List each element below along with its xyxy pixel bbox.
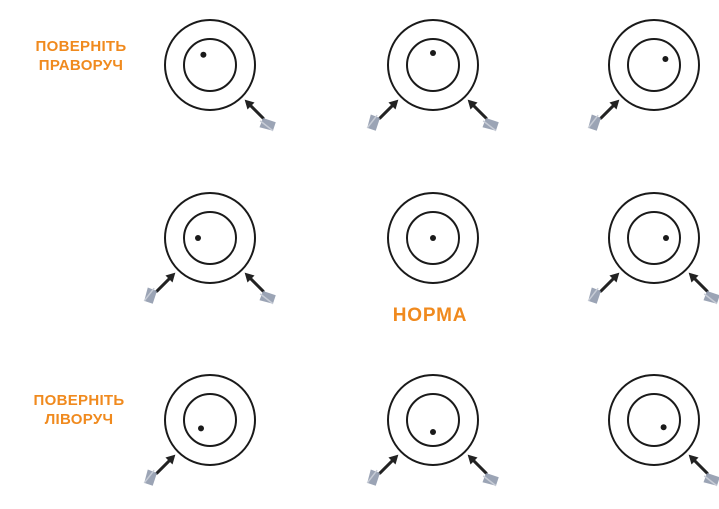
turn-right-label: ПОВЕРНІТЬ ПРАВОРУЧ [6, 38, 156, 76]
tool-blade [482, 473, 498, 486]
tool-shaft [157, 459, 171, 473]
tool-blade [588, 114, 601, 130]
outer-ring [609, 193, 699, 283]
inner-ring [628, 39, 680, 91]
center-dot [430, 50, 436, 56]
outer-ring [388, 20, 478, 110]
tool-shaft [472, 104, 486, 118]
tool-blade [259, 291, 275, 304]
turn-right-label-line-2: ПРАВОРУЧ [6, 57, 156, 76]
tool-shaft [380, 104, 394, 118]
outer-ring [165, 375, 255, 465]
tool-blade [482, 118, 498, 131]
center-dot [430, 429, 436, 435]
outer-ring [388, 375, 478, 465]
tool-shaft [249, 277, 263, 291]
target-r2c1 [144, 193, 276, 304]
inner-ring [184, 39, 236, 91]
target-r1c3 [588, 20, 699, 131]
left-tool [588, 273, 619, 304]
right-tool [245, 273, 276, 304]
target-r3c3 [609, 375, 719, 486]
right-tool [468, 100, 499, 131]
tool-blade [703, 291, 719, 304]
center-dot [430, 235, 436, 241]
left-tool [144, 273, 175, 304]
left-tool [367, 455, 398, 486]
center-dot [200, 52, 206, 58]
target-r1c1 [165, 20, 276, 131]
outer-ring [165, 193, 255, 283]
center-dot [661, 424, 667, 430]
tool-shaft [693, 459, 707, 473]
target-r3c1 [144, 375, 255, 486]
tool-blade [367, 114, 380, 130]
tool-shaft [380, 459, 394, 473]
tool-blade [588, 287, 601, 303]
turn-left-label-line-2: ЛІВОРУЧ [4, 411, 154, 430]
outer-ring [609, 375, 699, 465]
right-tool [245, 100, 276, 131]
target-r2c2 [388, 193, 478, 283]
left-tool [367, 100, 398, 131]
inner-ring [628, 394, 680, 446]
center-dot [663, 235, 669, 241]
target-r1c2 [367, 20, 499, 131]
outer-ring [165, 20, 255, 110]
tool-blade [703, 473, 719, 486]
left-tool [588, 100, 619, 131]
inner-ring [407, 394, 459, 446]
inner-ring [628, 212, 680, 264]
inner-ring [184, 394, 236, 446]
tool-blade [144, 287, 157, 303]
inner-ring [407, 39, 459, 91]
turn-left-label-line-1: ПОВЕРНІТЬ [4, 392, 154, 411]
tool-shaft [693, 277, 707, 291]
tool-blade [259, 118, 275, 131]
tool-blade [367, 469, 380, 485]
right-tool [689, 455, 719, 486]
tool-shaft [601, 277, 615, 291]
tool-shaft [157, 277, 171, 291]
center-dot [662, 56, 668, 62]
center-dot [195, 235, 201, 241]
normal-label: НОРМА [355, 304, 505, 328]
center-dot [198, 425, 204, 431]
right-tool [468, 455, 499, 486]
inner-ring [184, 212, 236, 264]
right-tool [689, 273, 719, 304]
target-r3c2 [367, 375, 499, 486]
turn-right-label-line-1: ПОВЕРНІТЬ [6, 38, 156, 57]
outer-ring [609, 20, 699, 110]
tool-shaft [472, 459, 486, 473]
turn-left-label: ПОВЕРНІТЬ ЛІВОРУЧ [4, 392, 154, 430]
target-r2c3 [588, 193, 719, 304]
left-tool [144, 455, 175, 486]
tool-blade [144, 469, 157, 485]
